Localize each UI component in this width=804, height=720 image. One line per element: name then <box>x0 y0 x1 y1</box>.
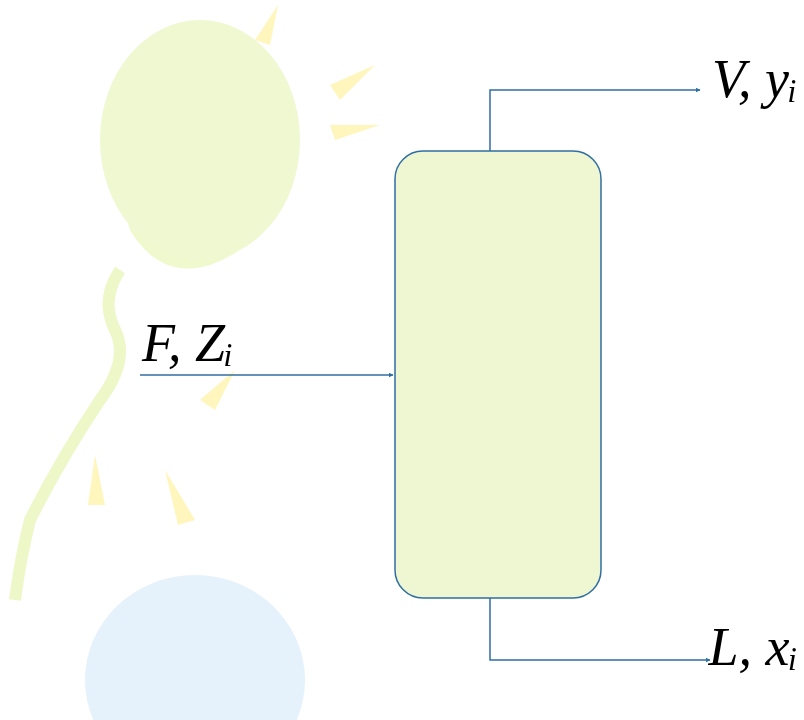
feed-line <box>140 374 393 376</box>
liquid-label: L, xᵢ <box>708 620 798 674</box>
vapour-label: V, yᵢ <box>712 52 798 106</box>
feed-label: F, Zᵢ <box>142 316 234 370</box>
flash-drum <box>395 151 601 598</box>
balloon-decoration <box>15 5 380 720</box>
vapour-line <box>490 90 700 151</box>
liquid-line <box>490 598 710 660</box>
